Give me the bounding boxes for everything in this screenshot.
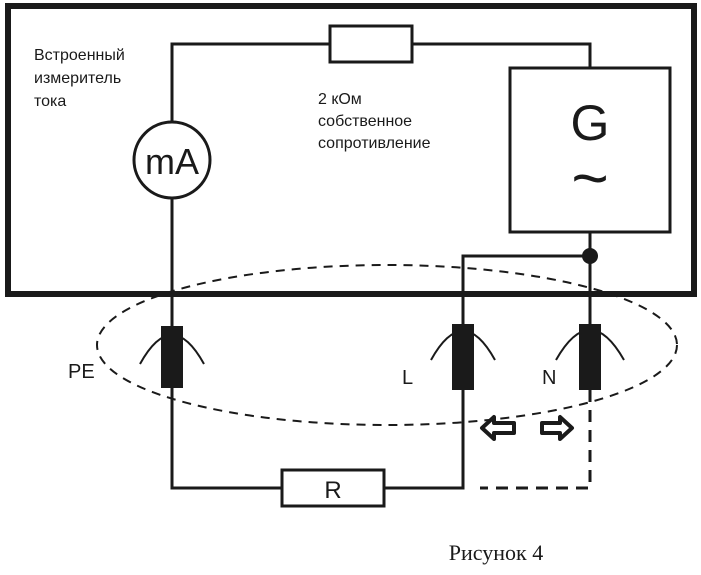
generator-wave-icon: ~	[571, 142, 608, 214]
pe-terminal-label: PE	[68, 361, 95, 383]
external-resistor	[280, 468, 386, 508]
meter-caption-line-1: Встроенный	[34, 47, 125, 64]
meter-caption-line-2: измеритель	[34, 70, 121, 87]
n-terminal-label: N	[542, 367, 556, 389]
external-loop-right	[384, 390, 465, 490]
meter-caption-line-3: тока	[34, 93, 66, 110]
l-terminal-label: L	[402, 367, 413, 389]
n-alternative-path	[480, 390, 592, 490]
top-wire	[170, 42, 330, 122]
generator-symbol: G	[571, 95, 610, 151]
l-wire	[461, 254, 590, 328]
socket-outline	[96, 264, 678, 426]
top-wire-right	[412, 42, 592, 68]
n-terminal	[579, 324, 601, 390]
generator-box	[508, 66, 672, 234]
right-arrow-icon	[540, 415, 574, 441]
figure-caption: Рисунок 4	[449, 540, 543, 565]
left-arrow-icon	[480, 415, 516, 441]
external-resistor-label: R	[324, 477, 341, 504]
internal-resistor	[328, 24, 414, 64]
ammeter-symbol: mA	[145, 141, 199, 182]
pe-terminal	[161, 326, 183, 388]
resistor-caption-line-3: сопротивление	[318, 135, 431, 152]
l-terminal	[452, 324, 474, 390]
external-loop-left	[170, 388, 282, 490]
instrument-enclosure	[5, 3, 697, 297]
resistor-caption-line-1: 2 кОм	[318, 91, 362, 108]
resistor-caption-line-2: собственное	[318, 113, 412, 130]
